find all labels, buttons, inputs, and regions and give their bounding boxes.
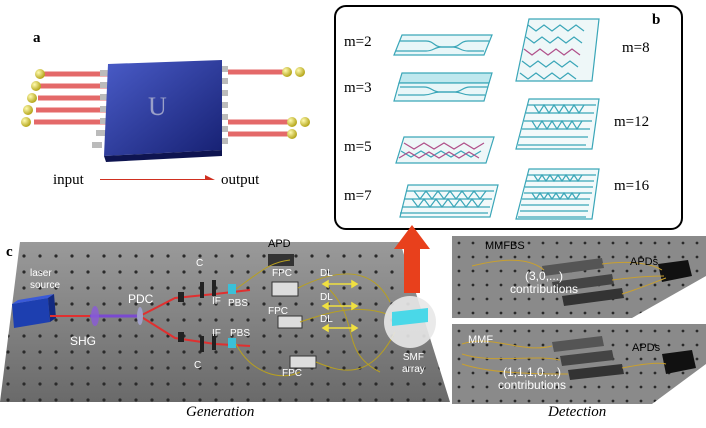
mode-label-m5: m=5 [344,139,372,155]
delay-lines [321,279,359,333]
pbs-bottom [228,338,236,348]
fpc-mid [277,315,303,329]
apds-bottom-label: APDs [632,342,661,354]
mode-label-m2: m=2 [344,34,372,50]
laser-source-label: laser source [30,268,61,291]
c-top-label: C [196,258,204,269]
panel-b-label: b [652,12,661,28]
input-label: input [53,172,84,188]
chip-m3 [393,72,493,102]
chip-m2 [393,34,493,56]
mode-label-m16: m=16 [614,178,650,194]
pbs-bottom-label: PBS [230,328,251,339]
up-arrow [394,225,430,293]
dl2-label: DL [320,292,333,303]
fpc-bottom-label: FPC [282,368,302,379]
smf-chip [392,308,428,326]
mmfbs-label: MMFBS [485,240,525,252]
dl1-label: DL [320,268,333,279]
laser-box [12,294,56,328]
generation-setup-diagram [0,242,450,402]
pdc-crystal [137,307,143,325]
mode-label-m8: m=8 [622,40,650,56]
smf-array-label: SMF array [402,352,425,375]
chip-label: U [148,92,167,121]
fpc-bottom [289,355,317,369]
fpc-top [271,281,299,297]
panel-a-label: a [33,30,41,46]
contrib-bottom-label: (1,1,1,0,...) contributions [498,365,567,392]
detection-diagram [452,236,706,404]
chip-m8 [515,18,600,82]
mode-label-m12: m=12 [614,114,650,130]
panel-b-frame [334,5,683,230]
if-top-label: IF [212,296,221,307]
chip-m16 [515,168,600,220]
output-beams [228,67,310,139]
detection-bottom [452,324,706,404]
shg-crystal [91,306,99,326]
if-bottom-label: IF [212,328,221,339]
detection-top [452,236,706,318]
fpc-top-label: FPC [272,268,292,279]
detection-caption: Detection [548,404,607,420]
contrib-top-label: (3,0,...) contributions [510,269,579,296]
dl3-label: DL [320,314,333,325]
chip-body [104,60,222,156]
panel-c-label: c [6,244,13,260]
pdc-label: PDC [128,292,154,306]
fpc-mid-label: FPC [268,306,288,317]
input-beams [21,69,110,127]
chip-m5 [395,136,495,164]
chip-m7 [399,184,499,218]
chip-m12 [515,98,600,150]
apd-box [268,254,294,266]
shg-label: SHG [70,334,97,348]
unitary-chip-diagram [21,60,310,180]
apd-label: APD [268,238,291,250]
mode-label-m3: m=3 [344,80,372,96]
apds-top-label: APDs [630,256,659,268]
output-label: output [221,172,260,188]
chip-array-diagram [393,18,600,220]
pbs-top [228,284,236,294]
mode-label-m7: m=7 [344,188,372,204]
generation-caption: Generation [186,404,255,420]
c-bottom-label: C [194,360,202,371]
mmf-label: MMF [468,334,494,346]
fibers [235,259,396,377]
pbs-top-label: PBS [228,298,249,309]
